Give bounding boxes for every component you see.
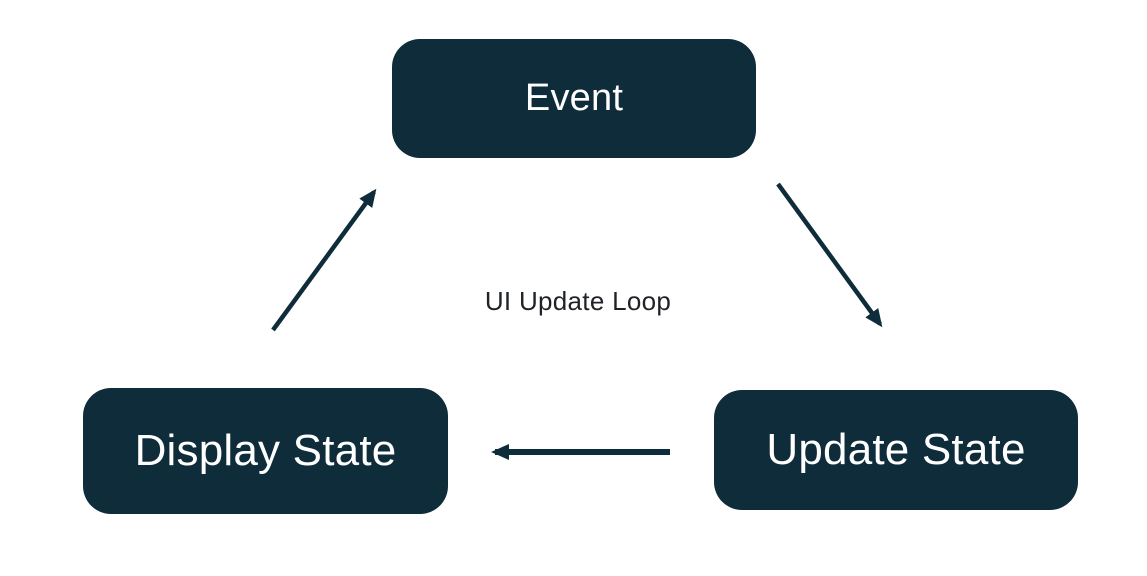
node-update-state-label: Update State [766,425,1026,474]
node-event: Event [392,39,756,158]
arrow-event-to-update-state [776,182,883,328]
node-update-state: Update State [714,390,1078,510]
node-display-state-label: Display State [134,426,397,475]
node-display-state: Display State [83,388,448,514]
node-event-label: Event [524,77,624,119]
arrow-display-state-to-event [271,188,377,332]
diagram-title: UI Update Loop [484,286,672,316]
